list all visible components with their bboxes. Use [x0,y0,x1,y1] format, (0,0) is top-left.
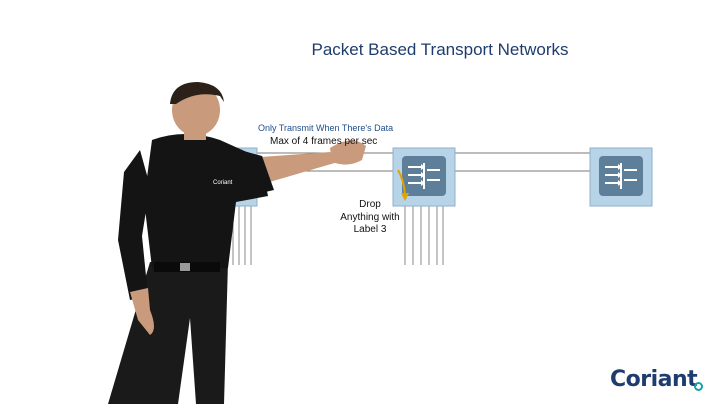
coriant-logo: Coriant [610,367,698,392]
middle-node-router-switch-icon [392,147,456,207]
slide-title: Packet Based Transport Networks [311,40,569,59]
curved-down-arrow-icon [397,169,409,201]
drop-label: Drop Anything with Label 3 [335,199,405,237]
shirt-logo: Coriant [213,180,233,186]
drop-label-line-3: Label 3 [353,224,387,235]
coriant-logo-ring-icon [694,382,703,391]
middle-node-drops [404,206,444,265]
transmit-note: Only Transmit When There's Data [258,123,394,133]
drop-label-line-1: Drop [359,199,381,210]
rate-note: Max of 4 frames per sec [270,136,378,147]
right-node-router-switch-icon [589,147,653,207]
drop-label-line-2: Anything with [340,211,400,223]
presenter-figure: Coriant [108,82,366,404]
